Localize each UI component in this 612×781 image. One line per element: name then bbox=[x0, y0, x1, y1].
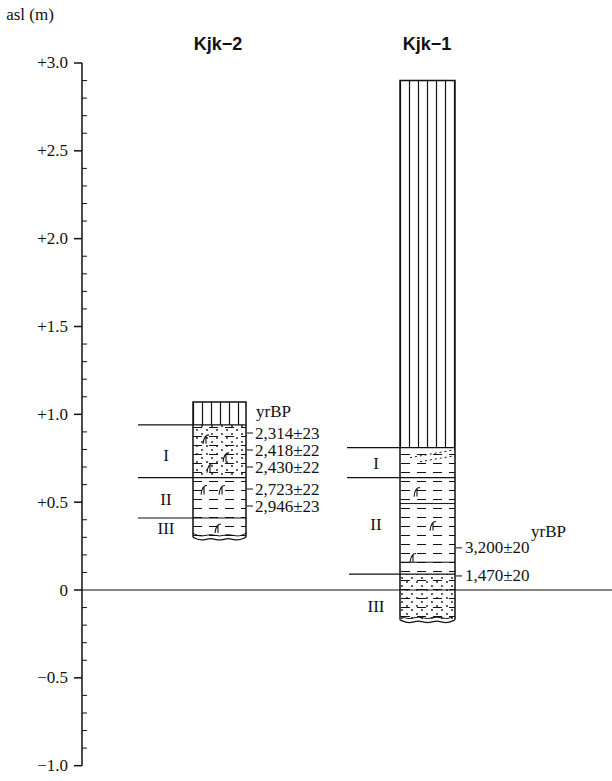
axis-tick-label: +2.5 bbox=[37, 142, 68, 159]
date-label: 2,314±23 bbox=[254, 425, 321, 442]
unit-number: II bbox=[160, 491, 171, 508]
date-label: 2,946±23 bbox=[254, 498, 321, 515]
date-label: 2,418±22 bbox=[254, 442, 321, 459]
unit-number: I bbox=[163, 447, 169, 464]
unit-label: yrBP bbox=[531, 523, 566, 540]
axis-tick-label: +0.5 bbox=[37, 494, 68, 511]
date-label: 3,200±20 bbox=[464, 539, 531, 556]
date-label: 2,723±22 bbox=[254, 481, 321, 498]
axis-tick-label: −0.5 bbox=[37, 669, 68, 686]
axis-tick-label: 0 bbox=[60, 582, 69, 599]
unit-label: yrBP bbox=[256, 403, 291, 420]
axis-tick-label: −1.0 bbox=[37, 757, 68, 774]
unit-number: II bbox=[370, 516, 381, 533]
axis-tick-label: +3.0 bbox=[37, 54, 68, 71]
unit-number: I bbox=[373, 455, 379, 472]
axis-title: asl (m) bbox=[6, 6, 54, 23]
column-title: Kjk−2 bbox=[194, 35, 243, 53]
column-title: Kjk−1 bbox=[403, 35, 452, 53]
date-label: 1,470±20 bbox=[464, 567, 531, 584]
date-label: 2,430±22 bbox=[254, 459, 321, 476]
axis-tick-label: +1.0 bbox=[37, 406, 68, 423]
unit-number: III bbox=[158, 520, 175, 537]
axis-tick-label: +1.5 bbox=[37, 318, 68, 335]
unit-number: III bbox=[368, 598, 385, 615]
axis-tick-label: +2.0 bbox=[37, 230, 68, 247]
